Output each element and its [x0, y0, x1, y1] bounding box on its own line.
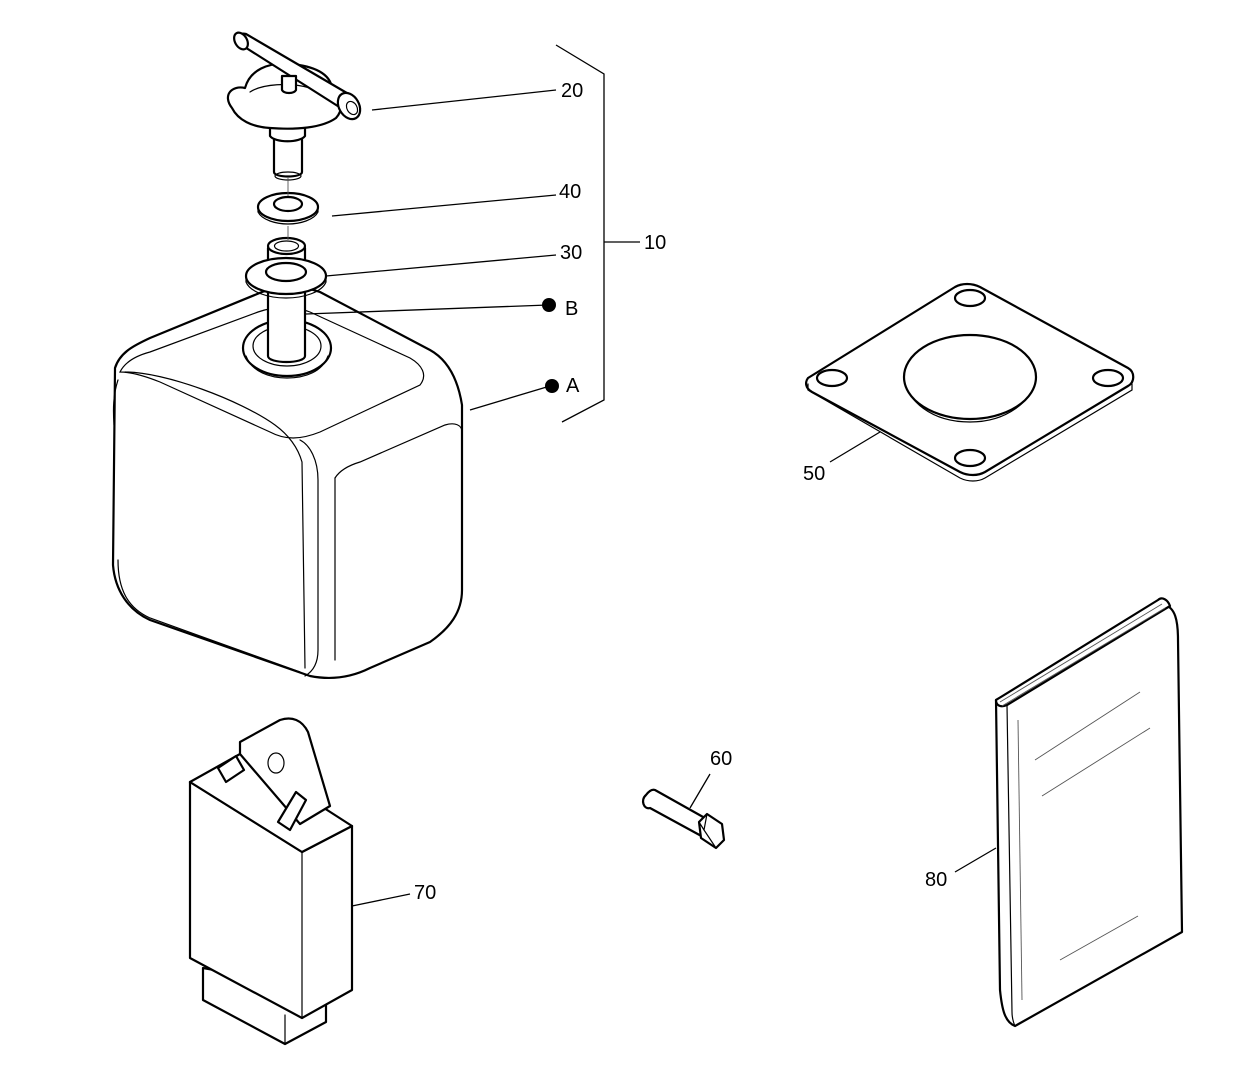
bolt-icon: [641, 788, 726, 850]
tank-icon: [111, 285, 464, 679]
callout-40: 40: [559, 181, 581, 203]
callout-A: A: [566, 375, 580, 397]
leader-A: [469, 385, 551, 411]
kit-bracket-line: [555, 44, 640, 423]
callout-80: 80: [925, 869, 947, 891]
ref-dot-A: [545, 379, 559, 393]
leader-60: [689, 773, 711, 809]
valve-icon: [226, 31, 362, 181]
callout-30: 30: [560, 242, 582, 264]
callout-20: 20: [561, 80, 583, 102]
manual-book-icon: [994, 597, 1184, 1028]
callout-70: 70: [414, 882, 436, 904]
gasket-icon: [805, 282, 1135, 482]
ref-dot-B: [542, 298, 556, 312]
leader-40: [331, 194, 557, 217]
leader-30: [325, 254, 557, 277]
leader-B: [305, 304, 549, 315]
leader-50: [829, 431, 881, 463]
seal-ring-icon: [256, 191, 320, 225]
washer-icon: [244, 256, 328, 299]
callout-60: 60: [710, 748, 732, 770]
leader-20: [371, 89, 557, 111]
bracket-icon: [188, 717, 354, 1046]
callout-50: 50: [803, 463, 825, 485]
tube-icon: [266, 236, 307, 364]
leader-70: [351, 893, 411, 907]
callout-10: 10: [644, 232, 666, 254]
callout-B: B: [565, 298, 578, 320]
leader-80: [954, 847, 997, 873]
